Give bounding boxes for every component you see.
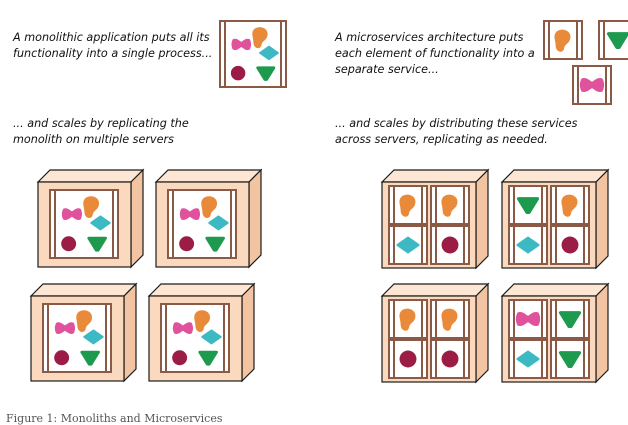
microservice-teal-diamond [388,225,428,265]
maroon-circle-icon [172,350,188,366]
microservice-teal-diamond [508,339,548,379]
monolith-server [29,282,138,383]
pink-bowtie-icon [515,311,541,327]
green-triangle-icon [205,236,225,252]
maroon-circle-icon [54,350,70,366]
teal-diamond-icon [516,236,540,254]
orange-blob-icon [252,27,268,49]
microservice-maroon-circle [388,339,428,379]
monolith-server [36,168,145,269]
orange-blob-icon [554,29,571,52]
microservice-intro-caption: A microservices architecture puts each e… [335,31,535,76]
green-triangle-icon [558,311,582,328]
microservice-server [500,282,610,384]
green-triangle-icon [558,351,582,368]
pink-bowtie-icon [231,38,252,51]
teal-diamond-icon [201,329,222,345]
microservice-server [380,168,490,270]
orange-blob-icon [399,194,416,217]
monolith-server [147,282,256,383]
teal-diamond-icon [516,350,540,368]
microservice-orange-blob [430,299,470,339]
green-triangle-icon [516,197,540,214]
orange-blob-icon [194,310,211,333]
monolith-process [49,189,119,259]
pink-bowtie-icon [172,322,194,334]
microservice-maroon-circle [430,339,470,379]
microservice-maroon-circle [550,225,590,265]
monolith-scale-caption: ... and scales by replicating the monoli… [13,117,189,146]
orange-blob-icon [83,196,100,219]
orange-blob-icon [399,308,416,331]
orange-blob-icon [561,194,578,217]
monolith-server [154,168,263,269]
orange-blob-icon [201,196,218,219]
microservice-green-triangle [508,185,548,225]
orange-blob-icon [76,310,93,333]
teal-diamond-icon [396,236,420,254]
microservice-pink-bowtie [508,299,548,339]
green-triangle-icon [80,350,100,366]
microservice-server [500,168,610,270]
monolith-process [219,20,287,88]
pink-bowtie-icon [579,77,605,93]
monolith-intro-caption: A monolithic application puts all its fu… [13,31,213,60]
microservice-green-triangle [598,20,628,60]
figure-caption: Figure 1: Monoliths and Microservices [6,412,223,425]
teal-diamond-icon [83,329,104,345]
microservice-teal-diamond [508,225,548,265]
maroon-circle-icon [441,350,459,368]
monolith-process [167,189,237,259]
microservice-green-triangle [550,299,590,339]
maroon-circle-icon [230,65,246,81]
teal-diamond-icon [90,215,111,231]
microservice-orange-blob [388,185,428,225]
maroon-circle-icon [441,236,459,254]
teal-diamond-icon [259,45,279,61]
pink-bowtie-icon [54,322,76,334]
microservice-pink-bowtie [572,65,612,105]
microservice-orange-blob [388,299,428,339]
microservice-orange-blob [550,185,590,225]
microservice-server [380,282,490,384]
microservice-orange-blob [543,20,583,60]
maroon-circle-icon [399,350,417,368]
microservice-maroon-circle [430,225,470,265]
microservice-orange-blob [430,185,470,225]
maroon-circle-icon [61,236,77,252]
pink-bowtie-icon [179,208,201,220]
green-triangle-icon [606,32,628,49]
pink-bowtie-icon [61,208,83,220]
monolith-process [160,303,230,373]
teal-diamond-icon [208,215,229,231]
green-triangle-icon [87,236,107,252]
monolith-process [42,303,112,373]
maroon-circle-icon [179,236,195,252]
orange-blob-icon [441,194,458,217]
maroon-circle-icon [561,236,579,254]
microservice-green-triangle [550,339,590,379]
green-triangle-icon [198,350,218,366]
microservice-scale-caption: ... and scales by distributing these ser… [335,117,578,146]
green-triangle-icon [256,66,276,81]
orange-blob-icon [441,308,458,331]
